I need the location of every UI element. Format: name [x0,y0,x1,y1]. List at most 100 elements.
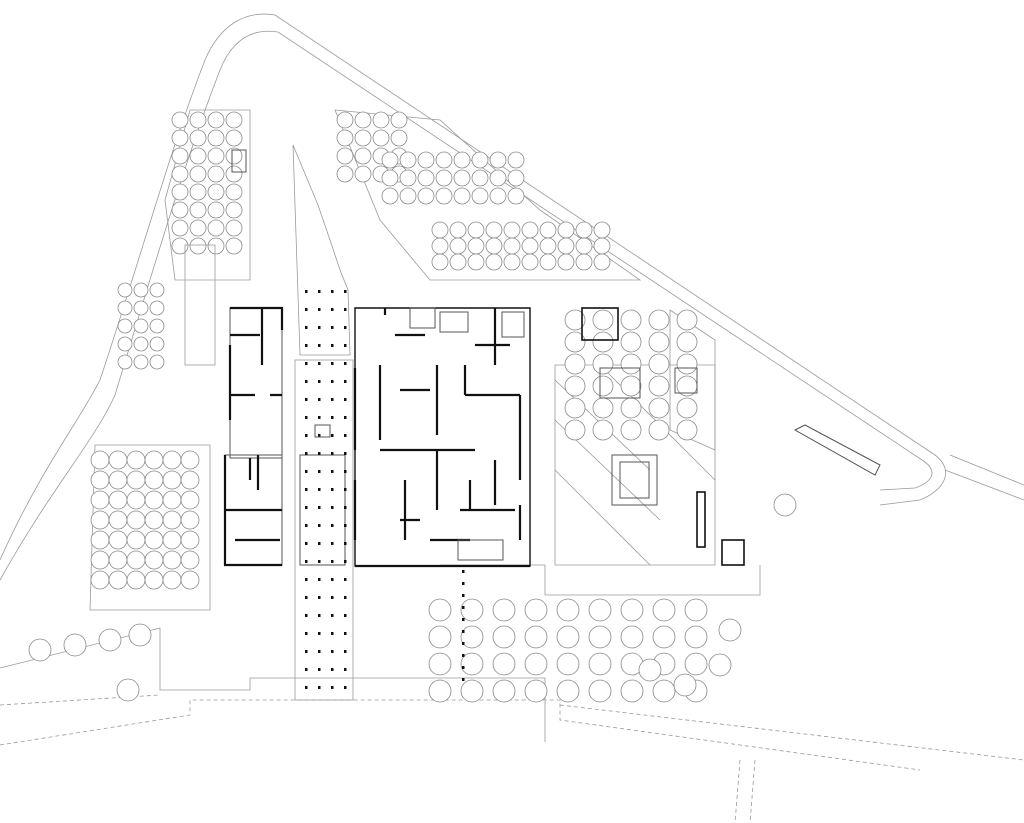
tree-icon [652,598,676,622]
column-mark [305,614,308,617]
tree-icon [564,331,586,353]
tree-icon [108,510,128,530]
tree-icon [207,237,225,255]
tree-icon [126,530,146,550]
tree-icon [593,221,611,239]
tree-icon [149,300,165,316]
tree-icon [133,336,149,352]
column-mark [344,488,347,491]
tree-icon [189,129,207,147]
tree-icon [98,628,122,652]
tree-icon [521,253,539,271]
column-mark [462,630,465,633]
tree-icon [171,183,189,201]
tree-icon [225,183,243,201]
column-mark [462,618,465,621]
column-mark [305,398,308,401]
tree-icon [588,625,612,649]
tree-icon [117,336,133,352]
tree-icon [189,201,207,219]
tree-icon [90,510,110,530]
column-mark [331,668,334,671]
tree-icon [460,598,484,622]
tree-icon [648,353,670,375]
tree-icon [485,237,503,255]
tree-icon [557,253,575,271]
column-mark [305,542,308,545]
tree-icon [503,221,521,239]
tree-icon [108,450,128,470]
tree-icon [162,510,182,530]
tree-icon [648,309,670,331]
tree-icon [117,354,133,370]
tree-icon [593,237,611,255]
tree-icon [460,652,484,676]
tree-icon [381,151,399,169]
tree-icon [467,221,485,239]
column-mark [318,650,321,653]
tree-icon [381,169,399,187]
tree-icon [399,169,417,187]
column-mark [331,614,334,617]
tree-icon [676,397,698,419]
column-mark [344,470,347,473]
column-mark [344,596,347,599]
tree-icon [435,169,453,187]
tree-icon [90,450,110,470]
tree-icon [428,679,452,703]
tree-icon [564,353,586,375]
tree-icon [180,530,200,550]
column-mark [305,632,308,635]
column-mark [318,578,321,581]
column-mark [331,362,334,365]
tree-icon [539,237,557,255]
tree-icon [539,253,557,271]
tree-icon [592,331,614,353]
tree-icon [171,201,189,219]
column-mark [318,416,321,419]
tree-icon [620,375,642,397]
tree-icon [431,221,449,239]
column-mark [305,344,308,347]
tree-icon [144,490,164,510]
tree-icon [126,450,146,470]
tree-icon [521,237,539,255]
tree-icon [207,165,225,183]
tree-icon [144,550,164,570]
east-pavilions [184,149,881,566]
tree-icon [336,129,354,147]
tree-icon [372,111,390,129]
column-mark [344,524,347,527]
tree-icon [189,165,207,183]
tree-icon [453,151,471,169]
tree-icon [435,151,453,169]
tree-icon [126,550,146,570]
column-mark [318,506,321,509]
column-mark [305,470,308,473]
tree-icon [149,282,165,298]
tree-icon [180,570,200,590]
tree-icon [652,679,676,703]
column-mark [318,308,321,311]
tree-icon [467,237,485,255]
column-mark [331,650,334,653]
tree-icon [225,111,243,129]
tree-icon [90,550,110,570]
tree-icon [126,490,146,510]
tree-icon [471,187,489,205]
tree-icon [354,165,372,183]
tree-icon [620,625,644,649]
tree-icon [189,111,207,129]
tree-icon [117,318,133,334]
column-mark [305,308,308,311]
tree-icon [399,151,417,169]
tree-icon [133,282,149,298]
column-mark [462,582,465,585]
tree-icon [453,187,471,205]
tree-icon [171,147,189,165]
tree-icon [162,470,182,490]
tree-icon [207,147,225,165]
column-mark [305,650,308,653]
tree-icon [575,253,593,271]
spine-walkway [292,144,465,701]
